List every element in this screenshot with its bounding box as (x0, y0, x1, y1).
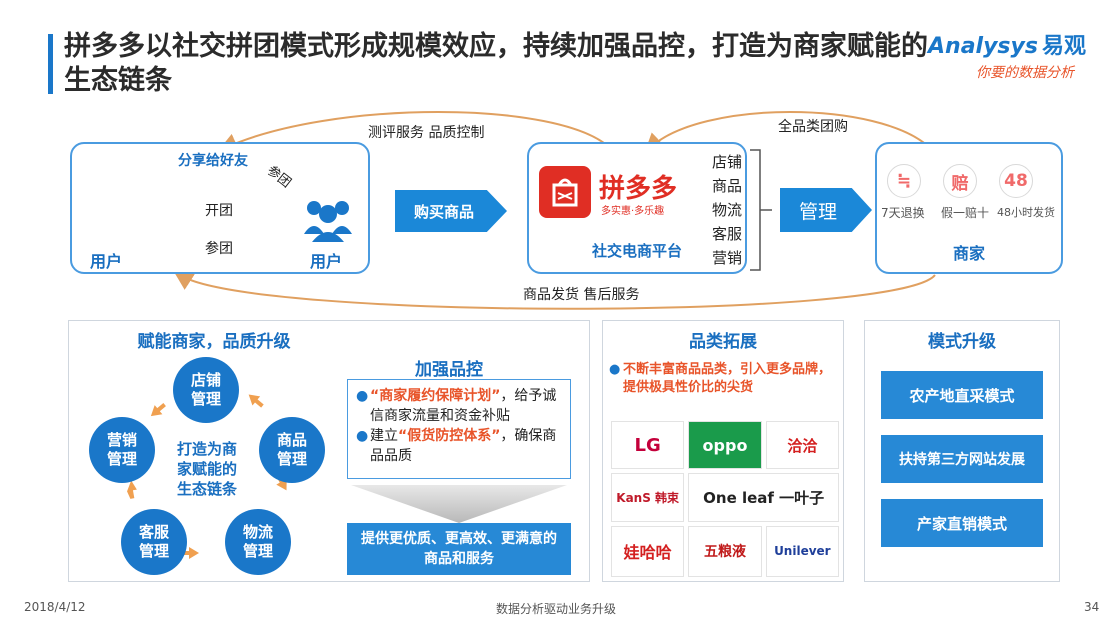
cycle-node-store: 店铺 管理 (173, 357, 239, 423)
cycle-node-label: 店铺 管理 (190, 371, 221, 408)
merchant-label: 商家 (952, 244, 985, 263)
buy-arrow: 购买商品 (395, 190, 507, 232)
users-group-icon (300, 194, 356, 250)
brand-qiaqia-logo: 洽洽 (765, 421, 839, 470)
panel3-title: 模式升级 (928, 332, 996, 352)
cycle-node-service: 客服 管理 (121, 509, 187, 575)
merchant-functions-list: 店铺 商品 物流 客服 营销 (712, 150, 742, 270)
panel-empower-merchants: 赋能商家，品质升级 店铺 管理 商品 管理 物流 管理 客服 管理 营销 管理 … (68, 320, 590, 582)
brand-kans-logo: KanS 韩束 (611, 473, 685, 522)
pinduoduo-icon (539, 166, 591, 218)
bullet-dot: ● (356, 388, 369, 404)
user-box: 分享给好友 参团 开团 参团 用户 用户 (70, 142, 370, 274)
return-label: 7天退换 (881, 206, 925, 220)
arc-label-delivery: 商品发货 售后服务 (523, 287, 640, 303)
compensation-label: 假一赔十 (941, 206, 990, 220)
panel1-title: 赋能商家，品质升级 (137, 332, 291, 352)
panel-category-expansion: 品类拓展 ● 不断丰富商品品类，引入更多品牌，提供极具性价比的尖货 LG opp… (602, 320, 844, 582)
bullet-dot: ● (356, 428, 369, 444)
list-item: 物流 (712, 201, 743, 219)
share-label: 分享给好友 (178, 153, 248, 169)
brand-oppo-logo: oppo (688, 421, 762, 470)
join-label-1: 参团 (263, 163, 294, 191)
result-box: 提供更优质、更高效、更满意的商品和服务 (347, 523, 571, 575)
quality-control-subtitle: 加强品控 (415, 360, 483, 380)
open-label: 开团 (205, 203, 233, 219)
user-label-right: 用户 (310, 252, 343, 271)
list-item: 商品 (712, 177, 743, 195)
compensation-icon: 赔 (943, 164, 977, 198)
merchant-box: ≒ 赔 48 7天退换 假一赔十 48小时发货 商家 (875, 142, 1063, 274)
brand-lg-logo: LG (611, 421, 685, 470)
platform-logo-text: 拼多多 (599, 174, 678, 204)
manage-label: 管理 (798, 200, 837, 223)
footer-page: 34 (1084, 600, 1100, 614)
cycle-center-text: 打造为商 家赋能的 生态链条 (176, 440, 237, 498)
bullet-text: ，给予诚信商家流量和资金补贴 (370, 388, 557, 424)
shipping-label: 48小时发货 (997, 206, 1055, 219)
cycle-node-marketing: 营销 管理 (89, 417, 155, 483)
user-label-left: 用户 (90, 252, 123, 271)
platform-box: 拼多多 多实惠·多乐趣 社交电商平台 (527, 142, 747, 274)
arc-label-quality: 测评服务 品质控制 (368, 125, 485, 141)
list-item: 店铺 (712, 153, 743, 171)
bullet-text: 建立 (370, 428, 398, 444)
category-bullet-text: 不断丰富商品品类，引入更多品牌，提供极具性价比的尖货 (623, 362, 832, 395)
merchant-badges: ≒ 赔 48 (887, 164, 1033, 198)
manage-arrow: 管理 (780, 188, 872, 232)
cycle-node-logistics: 物流 管理 (225, 509, 291, 575)
footer-date: 2018/4/12 (24, 600, 86, 614)
cycle-node-label: 商品 管理 (276, 431, 307, 468)
model-item-farm-direct: 农产地直采模式 (881, 371, 1043, 419)
bullet-highlight: “假货防控体系” (398, 428, 501, 444)
buy-label: 购买商品 (413, 202, 474, 221)
model-item-factory-direct: 产家直销模式 (881, 499, 1043, 547)
panel2-title: 品类拓展 (689, 332, 757, 352)
platform-label: 社交电商平台 (591, 242, 682, 260)
shipping-48h-icon: 48 (999, 164, 1033, 198)
quality-bullets-box: ● “商家履约保障计划”，给予诚信商家流量和资金补贴 ● 建立“假货防控体系”，… (347, 379, 571, 479)
page-title: 拼多多以社交拼团模式形成规模效应，持续加强品控，打造为商家赋能的生态链条 (64, 31, 928, 96)
bullet-text: ，确保商品品质 (370, 428, 557, 464)
cycle-node-label: 物流 管理 (242, 523, 273, 560)
logo-brand-cn: 易观 (1041, 34, 1086, 59)
logo-brand: Analysys (928, 34, 1038, 59)
cycle-node-label: 营销 管理 (106, 431, 137, 468)
model-item-third-party: 扶持第三方网站发展 (881, 435, 1043, 483)
arc-label-category: 全品类团购 (778, 119, 848, 135)
platform-logo-sub: 多实惠·多乐趣 (601, 206, 665, 217)
brand-oneleaf-logo: One leaf 一叶子 (688, 473, 839, 522)
logo-slogan: 你要的数据分析 (976, 65, 1074, 81)
bullet-highlight: “商家履约保障计划” (370, 388, 501, 404)
bullet-item: ● 建立“假货防控体系”，确保商品品质 (356, 426, 564, 466)
down-triangle-arrow (351, 485, 567, 523)
title-accent-bar (48, 34, 53, 94)
list-item: 客服 (712, 225, 743, 243)
return-icon: ≒ (887, 164, 921, 198)
brand-unilever-logo: Unilever (765, 525, 839, 577)
cycle-node-label: 客服 管理 (138, 523, 169, 560)
panel-model-upgrade: 模式升级 农产地直采模式 扶持第三方网站发展 产家直销模式 (864, 320, 1060, 582)
footer-center: 数据分析驱动业务升级 (496, 602, 617, 616)
cycle-node-product: 商品 管理 (259, 417, 325, 483)
brand-wuliangye-logo: 五粮液 (688, 525, 762, 577)
bullet-dot: ● (609, 362, 621, 377)
brand-logos-grid: LG oppo 洽洽 KanS 韩束 One leaf 一叶子 娃哈哈 五粮液 … (611, 421, 839, 577)
brand-wahaha-logo: 娃哈哈 (611, 525, 685, 577)
list-item: 营销 (712, 249, 743, 267)
join-label-2: 参团 (205, 241, 233, 257)
category-bullet: ● 不断丰富商品品类，引入更多品牌，提供极具性价比的尖货 (609, 361, 841, 397)
bullet-item: ● “商家履约保障计划”，给予诚信商家流量和资金补贴 (356, 386, 564, 426)
